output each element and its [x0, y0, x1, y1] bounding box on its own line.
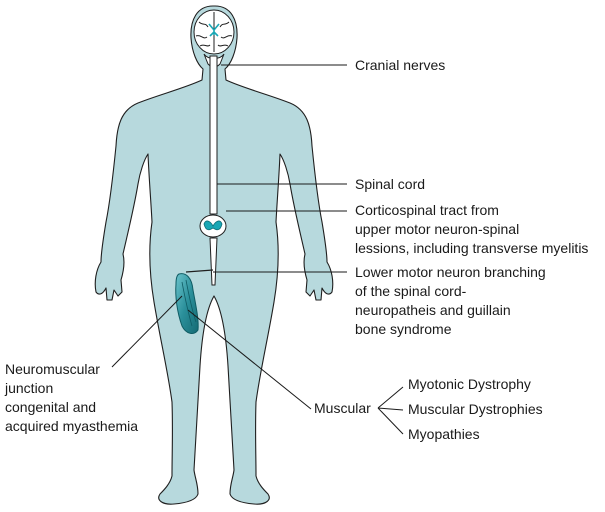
label-myotonic-dystrophy: Myotonic Dystrophy: [408, 376, 531, 392]
spinal-cross-section: [200, 215, 226, 237]
label-neuromuscular-line-1: Neuromuscular: [5, 361, 100, 377]
label-lower-motor-line-1: Lower motor neuron branching: [355, 264, 546, 280]
label-spinal-cord: Spinal cord: [355, 176, 425, 192]
label-lower-motor-line-3: neuropatheis and guillain: [355, 302, 511, 318]
label-cranial-nerves: Cranial nerves: [355, 57, 445, 73]
spinal-cord: [210, 56, 217, 214]
label-muscular: Muscular: [314, 400, 371, 416]
label-corticospinal-line-3: lessions, including transverse myelitis: [355, 240, 588, 256]
brace-lower: [378, 408, 403, 434]
label-corticospinal-line-2: upper motor neuron-spinal: [355, 221, 519, 237]
label-neuromuscular-line-2: junction: [4, 380, 53, 396]
brace-upper: [378, 387, 403, 408]
label-neuromuscular-line-4: acquired myasthemia: [5, 418, 138, 434]
label-muscular-dystrophies: Muscular Dystrophies: [408, 401, 543, 417]
brace-middle: [378, 408, 403, 410]
label-corticospinal-line-1: Corticospinal tract from: [355, 202, 499, 218]
label-lower-motor-line-4: bone syndrome: [355, 321, 452, 337]
label-neuromuscular-line-3: congenital and: [5, 399, 96, 415]
label-lower-motor-line-2: of the spinal cord-: [355, 283, 467, 299]
label-myopathies: Myopathies: [408, 426, 480, 442]
